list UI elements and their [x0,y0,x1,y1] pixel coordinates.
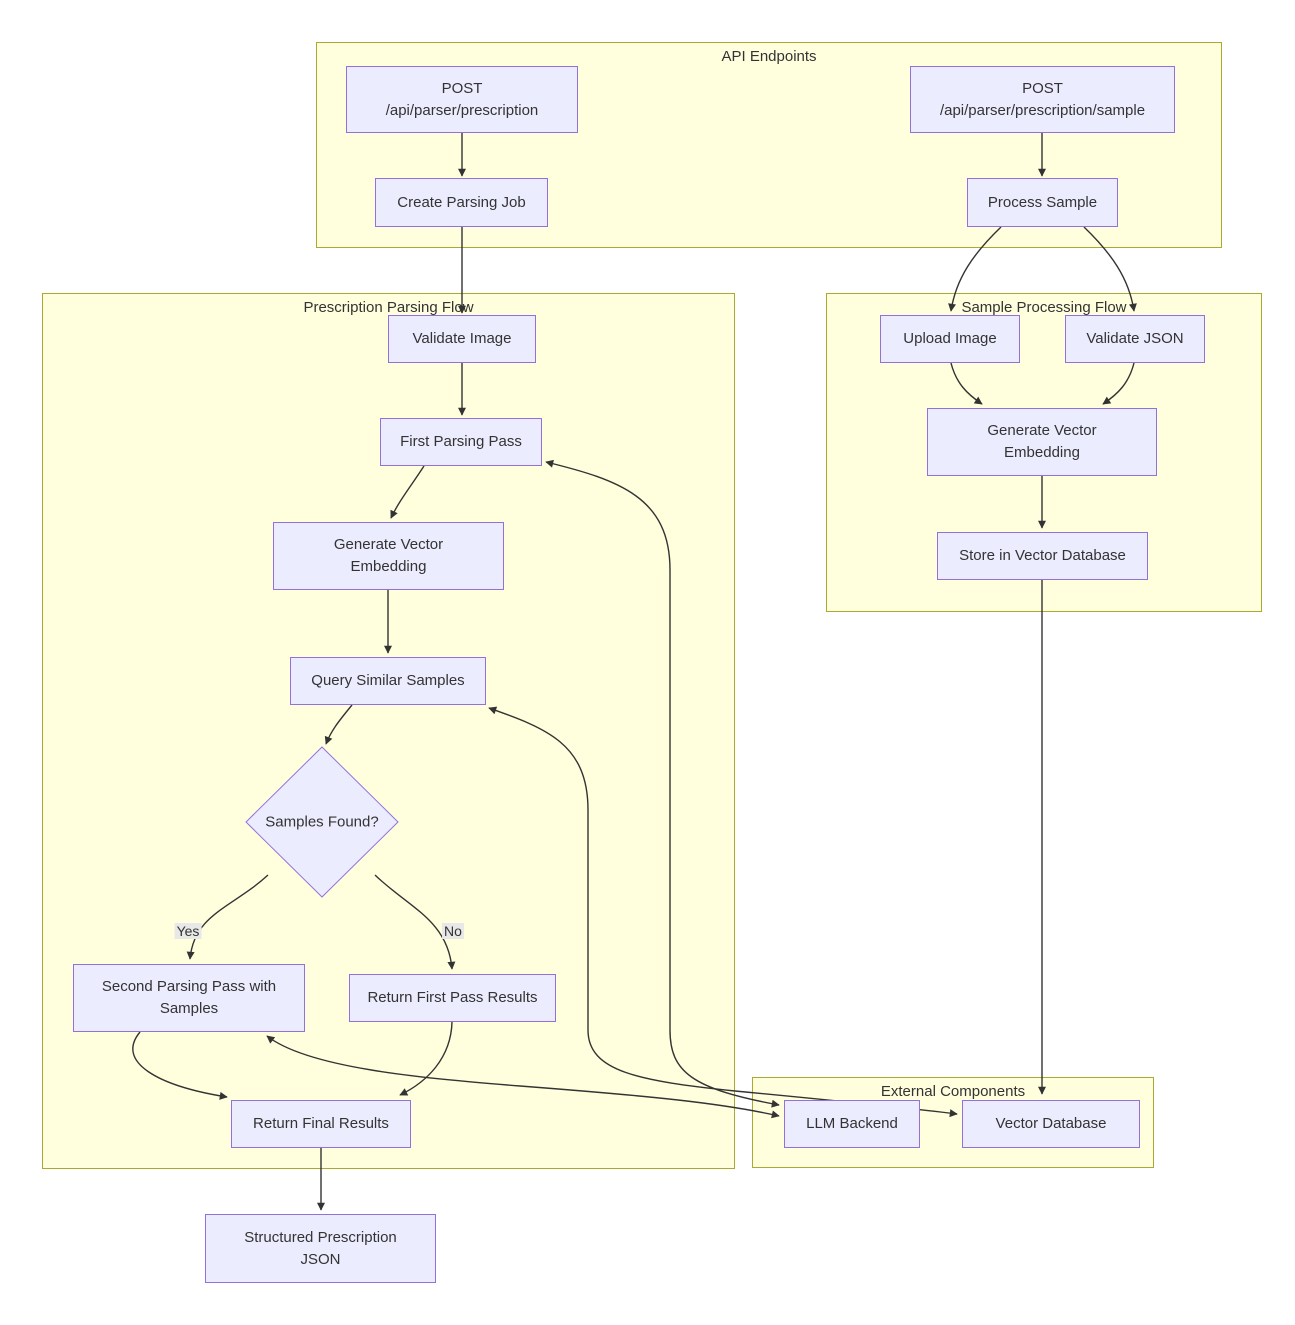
node-label-line: Generate Vector [987,422,1097,439]
node-validate-image: Validate Image [388,315,536,363]
node-return-final-results: Return Final Results [231,1100,411,1148]
node-label-line: Validate JSON [1086,330,1184,347]
node-label-line: Validate Image [412,330,512,347]
node-process-sample: Process Sample [967,178,1118,227]
node-label-line: Query Similar Samples [311,672,465,689]
node-label-line: Create Parsing Job [397,193,526,211]
node-store-vector-db: Store in Vector Database [937,532,1148,580]
node-label-line: Embedding [350,558,427,575]
node-generate-vector-embedding: Generate Vector Embedding [273,522,504,590]
node-label-line: /api/parser/prescription/sample [939,101,1146,119]
node-query-similar-samples: Query Similar Samples [290,657,486,705]
node-label-line: Store in Vector Database [959,547,1126,564]
node-label-line: /api/parser/prescription [385,101,539,119]
node-upload-image: Upload Image [880,315,1020,363]
node-label-line: Generate Vector [333,536,444,553]
node-label-line: LLM Backend [806,1115,898,1132]
node-first-parsing-pass: First Parsing Pass [380,418,542,466]
node-return-first-pass: Return First Pass Results [349,974,556,1022]
node-generate-vector-embedding-sample: Generate Vector Embedding [927,408,1157,476]
node-validate-json: Validate JSON [1065,315,1205,363]
node-label-line: Second Parsing Pass with [101,978,277,995]
node-label-line: JSON [300,1250,341,1268]
node-label-line: Process Sample [987,193,1098,211]
node-post-prescription: POST /api/parser/prescription [346,66,578,133]
node-label-line: Embedding [1004,444,1080,461]
node-label-line: Return Final Results [253,1115,389,1132]
node-label-line: Samples [159,1000,219,1017]
subgraph-title-api-endpoints: API Endpoints [721,48,817,65]
node-structured-json: Structured Prescription JSON [205,1214,436,1283]
decision-label-samples-found: Samples Found? [265,813,379,831]
node-label-line: Structured Prescription [244,1228,397,1246]
subgraph-title-prescription-parsing-flow: Prescription Parsing Flow [303,299,474,316]
node-label-line: Return First Pass Results [367,989,538,1006]
subgraph-title-sample-processing-flow: Sample Processing Flow [961,299,1127,316]
node-vector-database: Vector Database [962,1100,1140,1148]
edge-label-yes: Yes [174,923,202,939]
node-create-parsing-job: Create Parsing Job [375,178,548,227]
node-label-line: Upload Image [903,330,997,347]
node-label-line: First Parsing Pass [400,433,522,450]
node-label-line: Vector Database [995,1115,1107,1132]
node-label-line: POST [441,79,483,97]
subgraph-title-external-components: External Components [880,1083,1026,1100]
edge-label-no: No [442,923,464,939]
node-second-parsing-pass: Second Parsing Pass with Samples [73,964,305,1032]
node-post-prescription-sample: POST /api/parser/prescription/sample [910,66,1175,133]
node-llm-backend: LLM Backend [784,1100,920,1148]
node-label-line: POST [1022,79,1063,97]
